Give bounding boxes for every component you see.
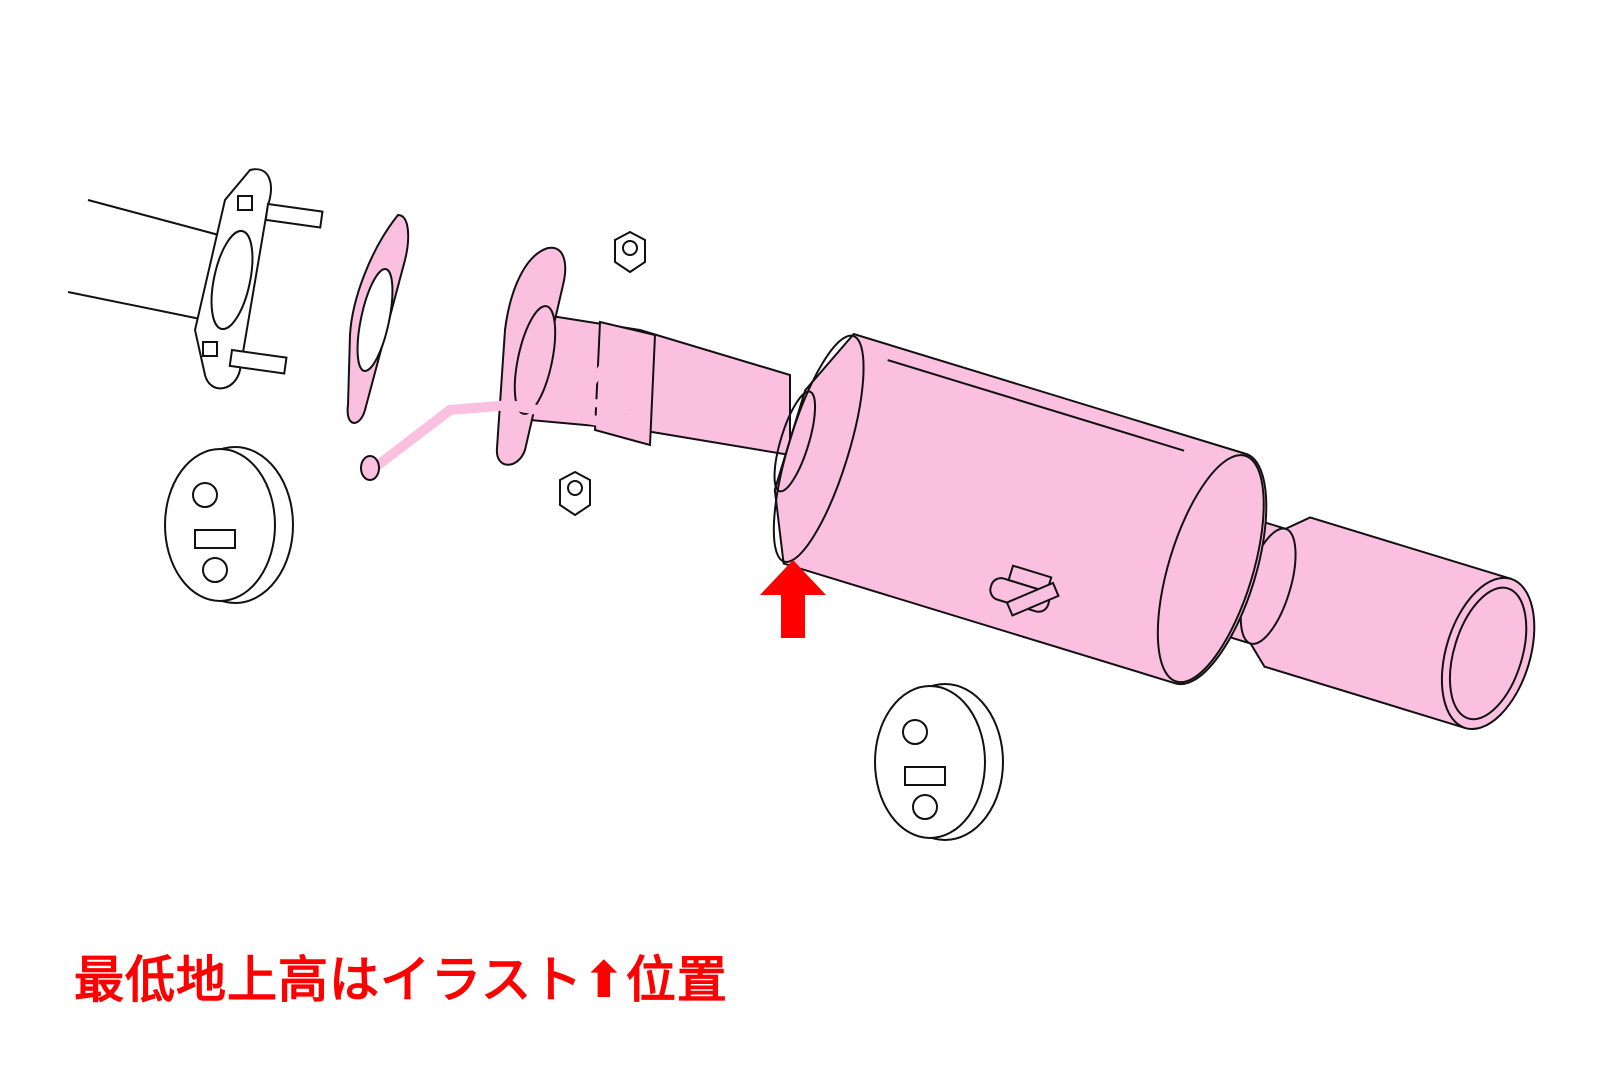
gasket: [346, 213, 410, 424]
tail-pipe: [1182, 507, 1536, 731]
flange-nut: [559, 470, 591, 517]
rubber-hanger: [874, 683, 1004, 841]
ground-clearance-caption: 最低地上高はイラスト⬆位置: [74, 951, 728, 1009]
ground-clearance-arrow-icon: [760, 560, 826, 638]
front-pipe: [67, 199, 231, 323]
flange-nut: [614, 230, 646, 274]
rubber-hanger: [164, 446, 294, 604]
sensor-boss: [989, 564, 1060, 617]
flange-with-studs: [193, 168, 324, 390]
muffler-body: [772, 332, 1268, 686]
inlet-pipe: [528, 313, 791, 457]
sensor-pipe: [360, 320, 657, 481]
